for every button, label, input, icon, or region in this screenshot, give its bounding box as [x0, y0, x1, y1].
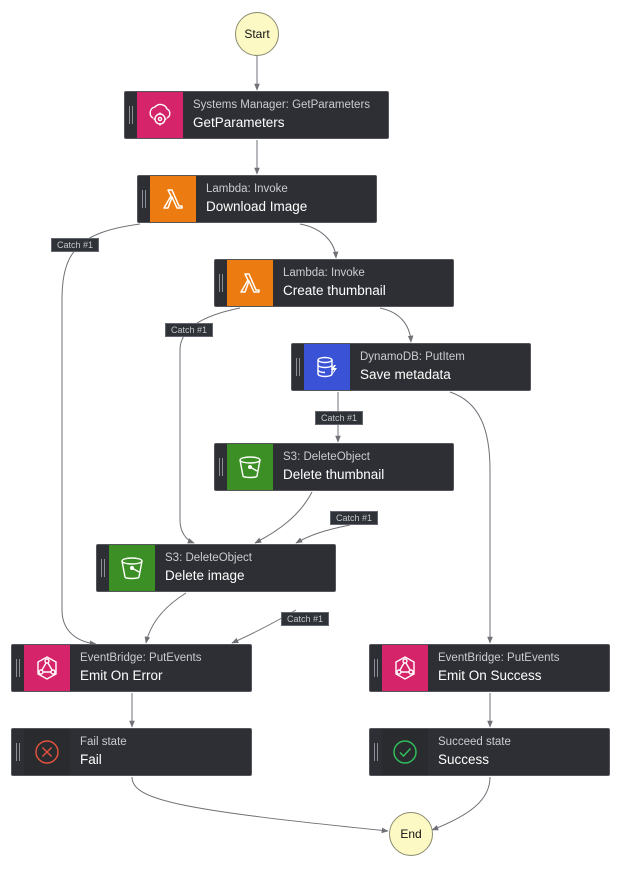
state-service-label: EventBridge: PutEvents — [80, 652, 202, 664]
edge-create-to-save — [379, 307, 414, 343]
catch-label-download-image[interactable]: Catch #1 — [51, 238, 100, 252]
drag-handle[interactable] — [125, 92, 137, 138]
start-label: Start — [244, 27, 270, 41]
end-label: End — [400, 827, 422, 841]
drag-handle[interactable] — [370, 729, 382, 775]
state-name-label: Success — [438, 752, 490, 767]
catch-label-delete-image[interactable]: Catch #1 — [281, 612, 330, 626]
drag-handle[interactable] — [97, 545, 109, 591]
state-service-label: S3: DeleteObject — [165, 552, 252, 564]
state-service-label: Lambda: Invoke — [283, 267, 365, 279]
drag-handle[interactable] — [292, 344, 304, 390]
end-node[interactable]: End — [389, 812, 433, 856]
drag-handle[interactable] — [370, 645, 382, 691]
edge-download-catch-to-error — [61, 223, 141, 647]
eventbridge-icon — [382, 645, 428, 691]
state-create-thumbnail[interactable]: Lambda: Invoke Create thumbnail — [214, 259, 454, 307]
state-name-label: Emit On Error — [80, 668, 163, 683]
s3-bucket-icon — [109, 545, 155, 591]
state-delete-thumbnail[interactable]: S3: DeleteObject Delete thumbnail — [214, 443, 454, 491]
state-service-label: Succeed state — [438, 736, 511, 748]
state-name-label: Emit On Success — [438, 668, 542, 683]
edge-deleteimage-to-emiterror — [144, 592, 187, 644]
state-service-label: DynamoDB: PutItem — [360, 351, 465, 363]
edge-deletethumbnail-catch-to-deleteimage — [295, 524, 351, 544]
state-name-label: Delete thumbnail — [283, 467, 385, 482]
lambda-icon — [150, 176, 196, 222]
state-service-label: Fail state — [80, 736, 127, 748]
catch-label-delete-thumbnail[interactable]: Catch #1 — [330, 511, 379, 525]
state-name-label: Delete image — [165, 568, 245, 583]
edge-deletethumbnail-to-deleteimage — [254, 491, 313, 544]
edge-fail-to-end — [131, 776, 389, 834]
edge-create-catch-to-deleteimage — [179, 307, 241, 544]
state-download-image[interactable]: Lambda: Invoke Download Image — [137, 175, 377, 223]
drag-handle[interactable] — [12, 729, 24, 775]
state-name-label: Download Image — [206, 199, 308, 214]
state-save-metadata[interactable]: DynamoDB: PutItem Save metadata — [291, 343, 531, 391]
state-name-label: Create thumbnail — [283, 283, 386, 298]
dynamodb-icon — [304, 344, 350, 390]
drag-handle[interactable] — [215, 260, 227, 306]
catch-label-create-thumbnail[interactable]: Catch #1 — [165, 323, 214, 337]
state-emit-on-success[interactable]: EventBridge: PutEvents Emit On Success — [369, 644, 610, 692]
edge-save-to-emitsuccess — [449, 391, 493, 644]
drag-handle[interactable] — [215, 444, 227, 490]
edge-success-to-end — [431, 776, 491, 831]
state-service-label: EventBridge: PutEvents — [438, 652, 560, 664]
state-name-label: Save metadata — [360, 367, 451, 382]
lambda-icon — [227, 260, 273, 306]
state-service-label: Lambda: Invoke — [206, 183, 288, 195]
state-fail[interactable]: Fail state Fail — [11, 728, 252, 776]
fail-x-icon — [24, 729, 70, 775]
state-name-label: GetParameters — [193, 115, 285, 130]
state-emit-on-error[interactable]: EventBridge: PutEvents Emit On Error — [11, 644, 252, 692]
systems-manager-icon — [137, 92, 183, 138]
success-check-icon — [382, 729, 428, 775]
state-get-parameters[interactable]: Systems Manager: GetParameters GetParame… — [124, 91, 389, 139]
state-delete-image[interactable]: S3: DeleteObject Delete image — [96, 544, 336, 592]
eventbridge-icon — [24, 645, 70, 691]
state-name-label: Fail — [80, 752, 102, 767]
catch-label-save-metadata[interactable]: Catch #1 — [315, 411, 364, 425]
drag-handle[interactable] — [12, 645, 24, 691]
start-node[interactable]: Start — [235, 12, 279, 56]
s3-bucket-icon — [227, 444, 273, 490]
edge-download-to-create — [299, 223, 339, 259]
state-service-label: Systems Manager: GetParameters — [193, 99, 371, 111]
state-service-label: S3: DeleteObject — [283, 451, 370, 463]
state-success[interactable]: Succeed state Success — [369, 728, 610, 776]
drag-handle[interactable] — [138, 176, 150, 222]
